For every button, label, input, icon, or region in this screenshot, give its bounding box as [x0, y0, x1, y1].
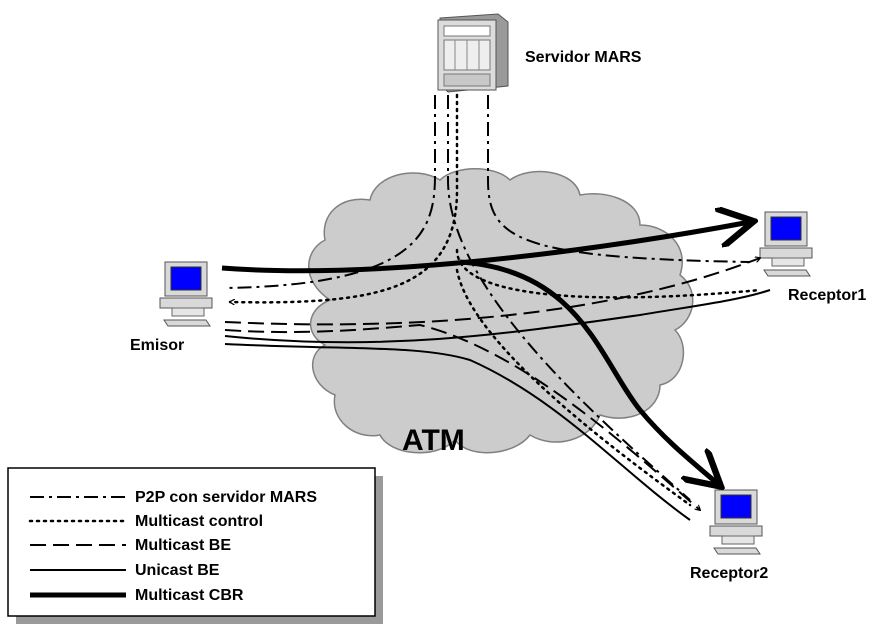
unicast-be-connections — [224, 289, 771, 521]
receptor1-label: Receptor1 — [788, 287, 866, 304]
server-label: Servidor MARS — [525, 49, 642, 66]
receptor2-label: Receptor2 — [690, 565, 768, 582]
emisor-label: Emisor — [130, 337, 184, 354]
legend-label-multicast-cbr: Multicast CBR — [135, 587, 244, 604]
multicast-control-connections — [230, 93, 762, 507]
legend: P2P con servidor MARS Multicast control … — [7, 467, 383, 624]
multicast-be-connections — [224, 258, 760, 510]
legend-label-unicast-be: Unicast BE — [135, 562, 220, 579]
legend-label-multicast-control: Multicast control — [135, 513, 263, 530]
receptor2-workstation-icon — [709, 489, 763, 555]
legend-label-p2p: P2P con servidor MARS — [135, 489, 317, 506]
emisor-workstation-icon — [159, 261, 213, 327]
multicast-cbr-connections — [221, 222, 750, 484]
receptor1-workstation-icon — [759, 211, 813, 277]
server-rack-icon — [437, 13, 509, 93]
atm-cloud — [308, 168, 694, 454]
legend-label-multicast-be: Multicast BE — [135, 537, 231, 554]
atm-label: ATM — [402, 424, 465, 457]
p2p-mars-connections — [224, 95, 751, 501]
